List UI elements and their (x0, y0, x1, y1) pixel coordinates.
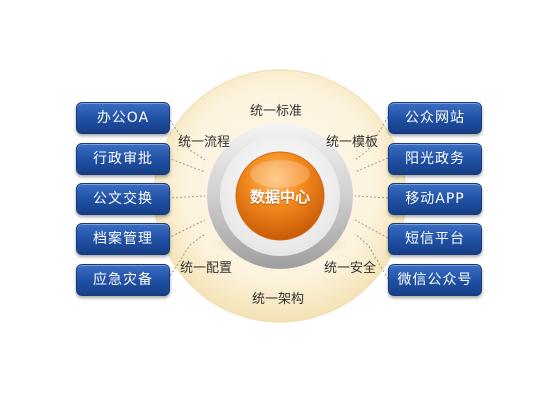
left-item-admin-approval-button[interactable]: 行政审批 (76, 143, 170, 175)
center-circle (235, 151, 325, 241)
right-item-sms-platform-button[interactable]: 短信平台 (388, 223, 482, 255)
right-item-public-website-button[interactable]: 公众网站 (388, 102, 482, 134)
left-item-oa-button[interactable]: 办公OA (76, 102, 170, 134)
right-item-wechat-account-button[interactable]: 微信公众号 (388, 264, 482, 296)
right-connectors (354, 116, 389, 280)
ring-label-upper-right: 统一模板 (326, 135, 379, 150)
ring-label-top: 统一标准 (250, 104, 303, 119)
ring-label-upper-left: 统一流程 (178, 135, 231, 150)
right-item-mobile-app-button[interactable]: 移动APP (388, 183, 482, 215)
right-item-open-government-button[interactable]: 阳光政务 (388, 143, 482, 175)
ring-label-lower-right: 统一安全 (324, 261, 377, 276)
left-item-disaster-backup-button[interactable]: 应急灾备 (76, 264, 170, 296)
ring-label-bottom: 统一架构 (252, 292, 305, 307)
left-item-document-exchange-button[interactable]: 公文交换 (76, 183, 170, 215)
left-connectors (167, 116, 206, 280)
left-item-archive-management-button[interactable]: 档案管理 (76, 223, 170, 255)
center-label: 数据中心 (249, 188, 310, 206)
ring-label-lower-left: 统一配置 (180, 261, 233, 276)
